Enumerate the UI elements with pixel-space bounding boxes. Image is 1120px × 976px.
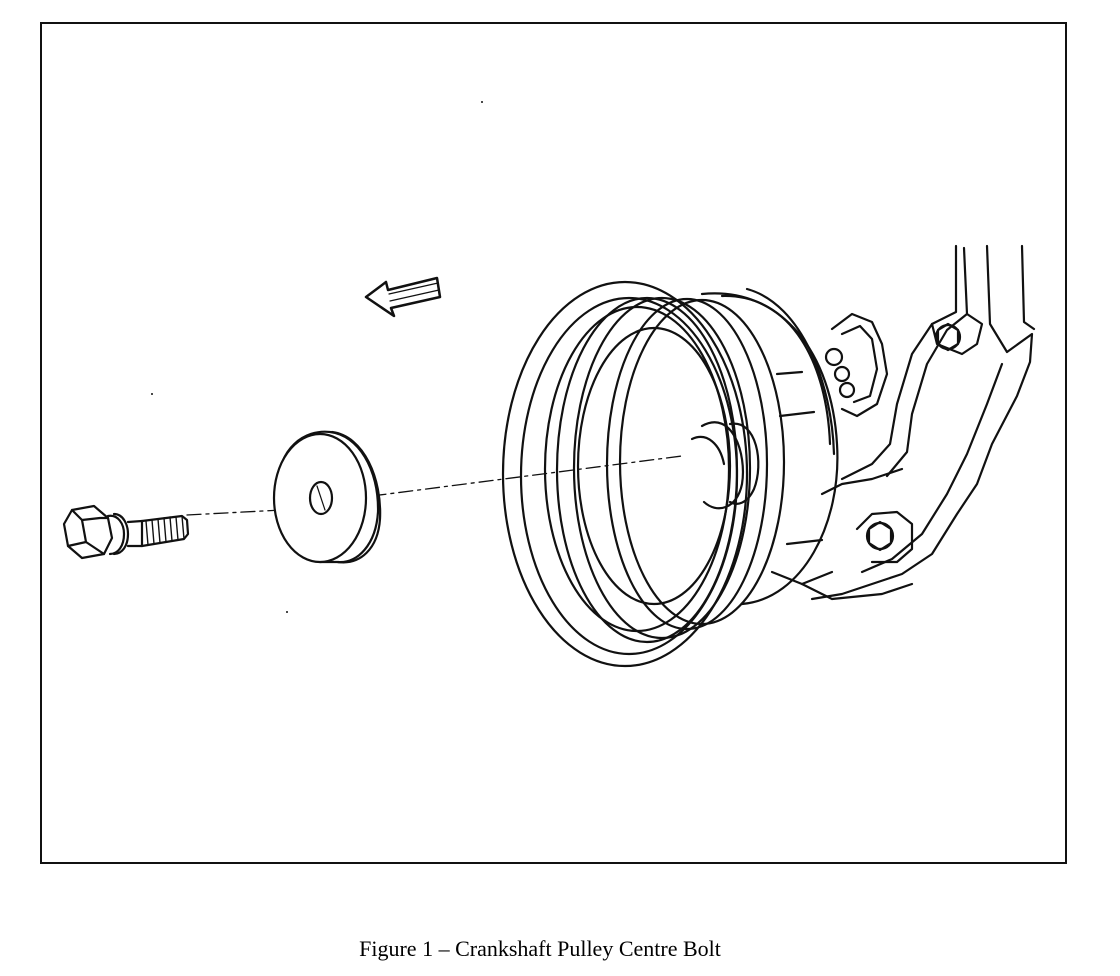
washer xyxy=(272,430,382,564)
engine-front-cover xyxy=(800,244,1036,601)
figure-caption: Figure 1 – Crankshaft Pulley Centre Bolt xyxy=(359,936,721,961)
centre-bolt xyxy=(62,504,190,560)
centre-axis-line xyxy=(186,455,683,516)
figure-frame xyxy=(40,22,1067,864)
scan-specks xyxy=(151,101,483,613)
crankshaft-pulley xyxy=(501,280,839,668)
exploded-view-drawing xyxy=(62,101,1036,668)
direction-arrow-icon xyxy=(364,276,442,318)
